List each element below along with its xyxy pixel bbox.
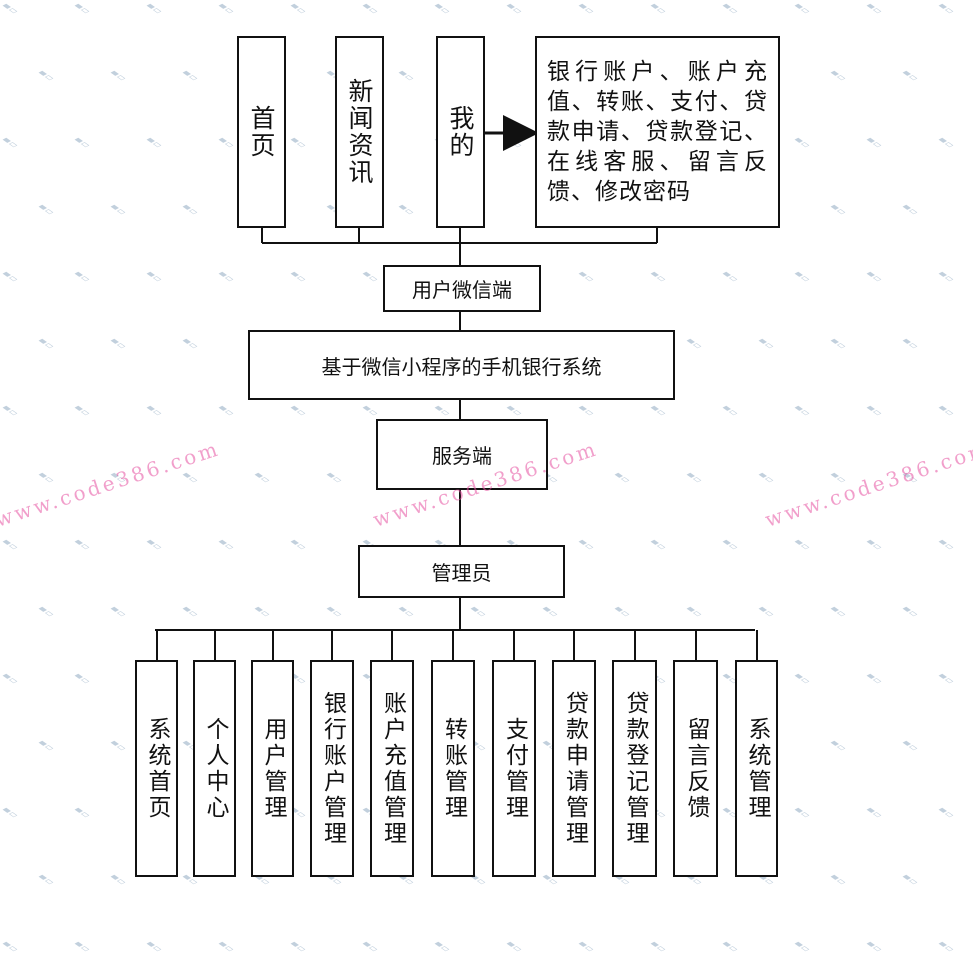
module-recharge-management-label: 账户充值管理 bbox=[379, 690, 406, 847]
module-recharge-management: 账户充值管理 bbox=[370, 660, 414, 877]
module-user-management-label: 用户管理 bbox=[260, 716, 286, 821]
module-transfer-management: 转账管理 bbox=[431, 660, 475, 877]
user-client-label: 用户微信端 bbox=[412, 278, 512, 302]
module-message-feedback-label: 留言反馈 bbox=[683, 716, 709, 821]
module-message-feedback: 留言反馈 bbox=[673, 660, 718, 877]
admin-box: 管理员 bbox=[358, 545, 565, 598]
server-box: 服务端 bbox=[376, 419, 548, 490]
module-news-label: 新闻资讯 bbox=[345, 78, 374, 186]
user-client-box: 用户微信端 bbox=[383, 265, 541, 312]
mine-functions-text: 银行账户、账户充值、转账、支付、贷款申请、贷款登记、在线客服、留言反馈、修改密码 bbox=[547, 59, 768, 205]
module-home: 首页 bbox=[237, 36, 286, 228]
module-payment-management-label: 支付管理 bbox=[501, 716, 528, 821]
server-label: 服务端 bbox=[432, 444, 492, 468]
module-personal-center: 个人中心 bbox=[193, 660, 236, 877]
module-bank-account-management: 银行账户管理 bbox=[310, 660, 354, 877]
system-title-box: 基于微信小程序的手机银行系统 bbox=[248, 330, 675, 400]
module-loan-registration-management: 贷款登记管理 bbox=[612, 660, 657, 877]
module-personal-center-label: 个人中心 bbox=[202, 716, 228, 821]
module-system-management: 系统管理 bbox=[735, 660, 778, 877]
bottom-drop-lines bbox=[156, 630, 758, 660]
module-user-management: 用户管理 bbox=[251, 660, 294, 877]
module-loan-application-management: 贷款申请管理 bbox=[552, 660, 596, 877]
module-loan-registration-management-label: 贷款登记管理 bbox=[622, 690, 648, 847]
module-system-home: 系统首页 bbox=[135, 660, 178, 877]
module-bank-account-management-label: 银行账户管理 bbox=[319, 690, 346, 847]
module-payment-management: 支付管理 bbox=[492, 660, 536, 877]
module-loan-application-management-label: 贷款申请管理 bbox=[561, 690, 588, 847]
module-mine: 我的 bbox=[436, 36, 485, 228]
admin-label: 管理员 bbox=[431, 561, 492, 585]
module-mine-label: 我的 bbox=[446, 105, 475, 159]
mine-functions-box: 银行账户、账户充值、转账、支付、贷款申请、贷款登记、在线客服、留言反馈、修改密码 bbox=[535, 36, 780, 228]
system-title-label: 基于微信小程序的手机银行系统 bbox=[321, 354, 602, 379]
module-system-home-label: 系统首页 bbox=[144, 716, 170, 821]
module-system-management-label: 系统管理 bbox=[744, 716, 770, 821]
module-home-label: 首页 bbox=[247, 105, 276, 159]
module-news: 新闻资讯 bbox=[335, 36, 384, 228]
module-transfer-management-label: 转账管理 bbox=[440, 716, 467, 821]
